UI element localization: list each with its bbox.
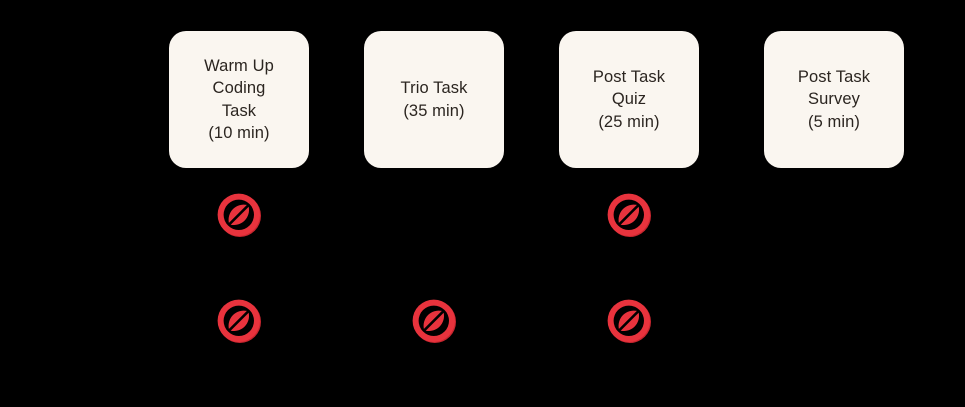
task-card-warm-up-coding-task[interactable]: Warm Up Coding Task (10 min): [169, 31, 309, 168]
task-card-post-task-survey[interactable]: Post Task Survey (5 min): [764, 31, 904, 168]
prohibited-icon: [215, 191, 263, 239]
task-card-label: Post Task Quiz (25 min): [592, 67, 666, 131]
prohibited-icon: [410, 297, 458, 345]
task-card-label: Post Task Survey (5 min): [797, 67, 871, 131]
prohibited-icon: [605, 191, 653, 239]
task-card-trio-task[interactable]: Trio Task (35 min): [364, 31, 504, 168]
prohibited-icon: [215, 297, 263, 345]
task-card-post-task-quiz[interactable]: Post Task Quiz (25 min): [559, 31, 699, 168]
prohibited-icon: [605, 297, 653, 345]
task-card-label: Warm Up Coding Task (10 min): [204, 56, 274, 143]
task-card-label: Trio Task (35 min): [400, 79, 468, 120]
